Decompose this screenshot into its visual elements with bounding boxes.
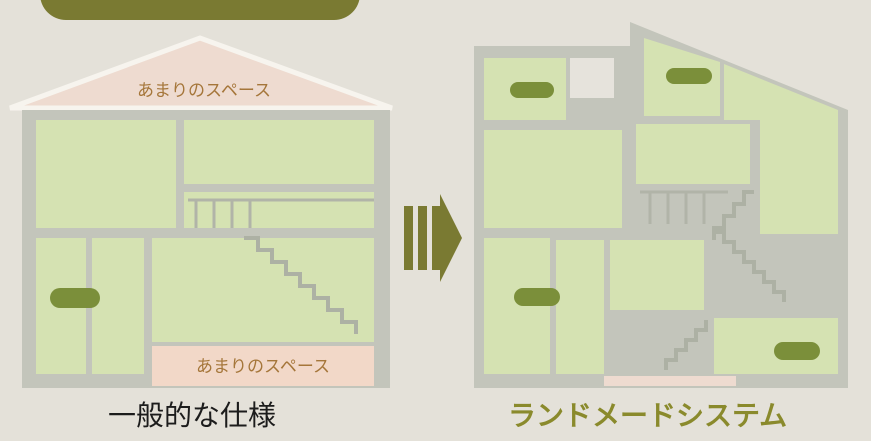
left-room-tag	[50, 288, 100, 308]
left-roof-spare-label: あまりのスペース	[137, 81, 271, 101]
right-room-tag-right	[774, 342, 820, 360]
left-roof	[9, 35, 393, 111]
right-room-tag-loft-top	[666, 68, 712, 84]
left-railing	[188, 198, 374, 228]
left-room-2f-a	[36, 120, 176, 228]
right-caption: ランドメードシステム	[508, 399, 788, 432]
right-room-low-a	[556, 240, 604, 374]
left-room-1f-c	[152, 238, 374, 342]
right-room-mid-left	[484, 130, 622, 228]
right-room-tag-left	[514, 288, 560, 306]
right-staircase-upper	[712, 190, 754, 240]
right-room-upper-right	[724, 64, 838, 234]
right-staircase-lower	[664, 320, 708, 370]
right-railing	[640, 190, 728, 224]
left-room-2f-b	[184, 120, 374, 184]
right-room-tag-loft-left	[510, 82, 554, 98]
left-staircase	[244, 236, 358, 334]
left-floor-spare-label: あまりのスペース	[196, 357, 330, 377]
right-house	[474, 22, 848, 388]
left-floor-spare	[152, 346, 374, 386]
right-floor-strip	[604, 376, 736, 386]
right-staircase-middle	[714, 230, 786, 302]
right-room-mid-center	[636, 124, 750, 184]
right-room-low-b	[610, 240, 704, 310]
left-caption: 一般的な仕様	[108, 399, 277, 432]
left-room-2f-c	[184, 192, 374, 228]
left-house: あまりのスペース あまりのスペース	[9, 35, 393, 388]
header-tab	[40, 0, 360, 20]
left-room-1f-b	[92, 238, 144, 374]
right-loft-gap	[570, 58, 614, 98]
double-bar-right-arrow-icon	[404, 194, 462, 282]
